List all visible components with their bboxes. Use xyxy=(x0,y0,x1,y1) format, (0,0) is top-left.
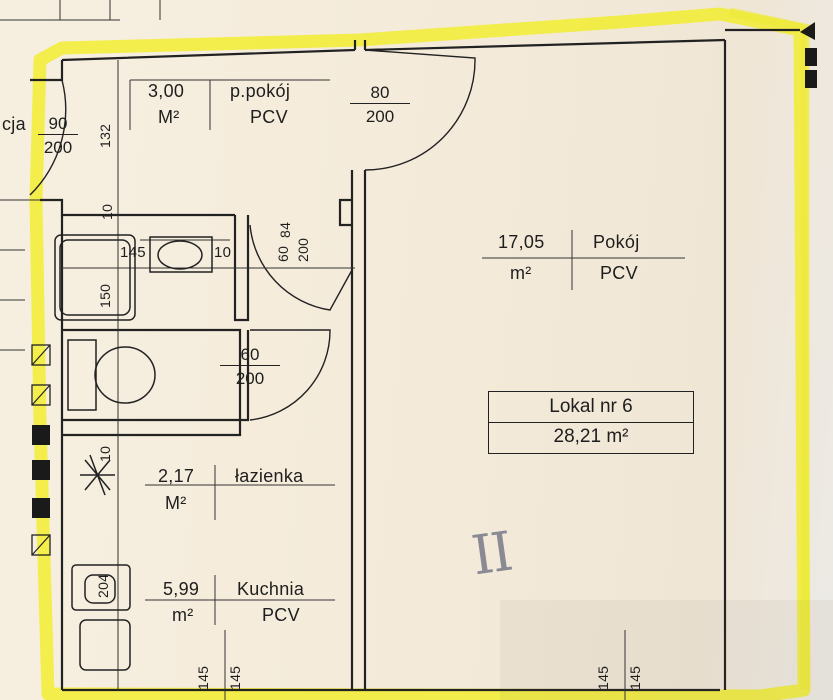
bath-door-dim: 60 200 xyxy=(220,346,280,387)
dim-145: 145 xyxy=(120,244,146,261)
dim-10-top: 10 xyxy=(99,203,115,220)
highlight-outline xyxy=(29,7,811,700)
inner-door-height: 200 xyxy=(295,237,311,262)
bathtub xyxy=(54,234,136,321)
bath-door-swing xyxy=(249,329,331,421)
inner-door-swing xyxy=(249,224,353,311)
dimension-lines xyxy=(0,0,685,700)
dim-10-left: 10 xyxy=(97,445,113,462)
apartment-name-box: Lokal nr 6 xyxy=(488,391,694,423)
main-name: Pokój xyxy=(593,232,640,252)
entrance-door-height: 200 xyxy=(38,134,78,156)
kitchen-name: Kuchnia xyxy=(237,579,305,599)
stove xyxy=(79,619,131,671)
toilet xyxy=(94,346,156,404)
dim-204: 204 xyxy=(95,573,111,598)
inner-door-width: 60 xyxy=(275,245,291,262)
hall-area: 3,00 xyxy=(148,81,185,101)
kitchen-area: 5,99 xyxy=(163,579,200,599)
bathroom-unit: M² xyxy=(165,493,187,513)
apartment-area-box: 28,21 m² xyxy=(488,421,694,454)
inner-door-sub: 84 xyxy=(277,221,293,238)
bathroom-area: 2,17 xyxy=(158,466,195,486)
main-area: 17,05 xyxy=(498,232,545,252)
washbasin xyxy=(157,240,203,270)
highlight-right-edge xyxy=(729,7,810,690)
hall-door-width: 80 xyxy=(370,83,390,102)
hall-unit: M² xyxy=(158,107,180,127)
main-floor: PCV xyxy=(600,263,638,283)
bottom-dim-b-top: 145 xyxy=(595,665,611,690)
bath-door-height: 200 xyxy=(220,365,280,387)
hall-dim: 132 xyxy=(97,123,113,148)
fixtures xyxy=(54,234,213,671)
kitchen-floor: PCV xyxy=(262,605,300,625)
bottom-dim-a-bot: 145 xyxy=(227,665,243,690)
fragment-label: cja xyxy=(2,114,26,134)
bath-door-width: 60 xyxy=(240,345,260,364)
bottom-dim-b-bot: 145 xyxy=(627,665,643,690)
vent-cross xyxy=(80,454,115,496)
wall-vents xyxy=(31,22,817,556)
entrance-door-swing xyxy=(29,79,67,196)
entrance-door-dim: 90 200 xyxy=(38,115,78,156)
hall-door-dim: 80 200 xyxy=(350,84,410,125)
door-swings xyxy=(29,49,476,421)
bottom-dim-a-top: 145 xyxy=(195,665,211,690)
apartment-area: 28,21 m² xyxy=(553,426,629,447)
photo-shadow xyxy=(500,600,833,700)
main-unit: m² xyxy=(510,263,532,283)
hall-door-swing xyxy=(364,49,476,171)
kitchen-unit: m² xyxy=(172,605,194,625)
hall-floor: PCV xyxy=(250,107,288,127)
dim-10-mid: 10 xyxy=(214,244,232,261)
hall-name: p.pokój xyxy=(230,81,291,101)
entrance-door-width: 90 xyxy=(48,114,68,133)
sink xyxy=(71,564,131,611)
bathroom-name: łazienka xyxy=(235,466,304,486)
apartment-name: Lokal nr 6 xyxy=(549,396,633,417)
dim-150: 150 xyxy=(97,283,113,308)
hall-door-height: 200 xyxy=(350,103,410,125)
walls xyxy=(30,28,800,692)
